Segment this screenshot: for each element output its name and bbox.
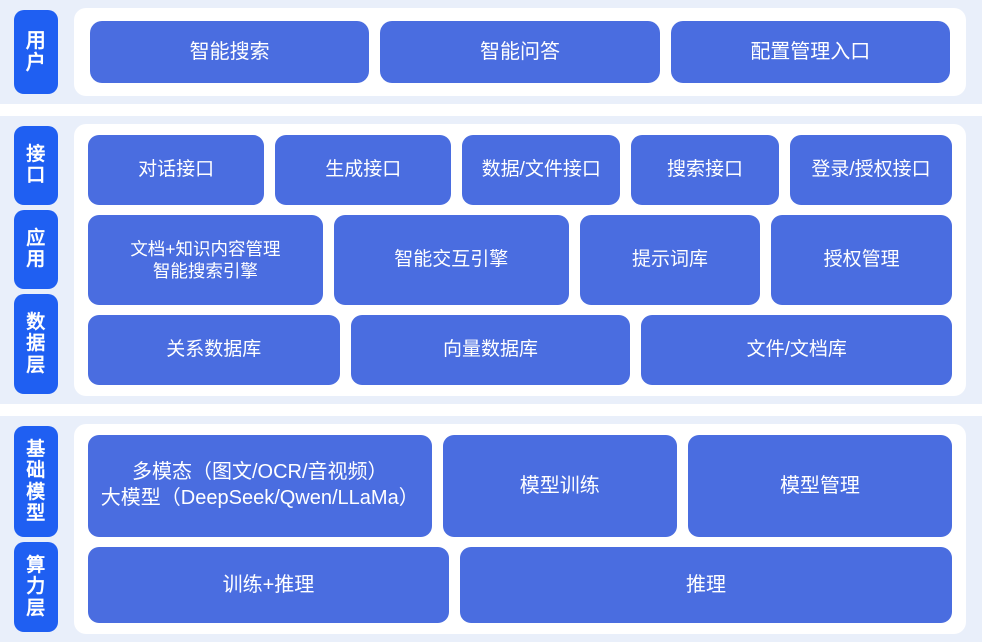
section-user: 用户 智能搜索智能问答配置管理入口	[0, 0, 982, 104]
block-data-row-2[interactable]: 文件/文档库	[641, 315, 952, 385]
layer-label-platform-2: 数据层	[14, 293, 58, 394]
section-user-labels: 用户	[10, 8, 62, 96]
block-model-row-1[interactable]: 模型训练	[442, 435, 677, 538]
row-data-row: 关系数据库向量数据库文件/文档库	[88, 315, 952, 385]
row-model-row: 多模态（图文/OCR/音视频） 大模型（DeepSeek/Qwen/LLaMa）…	[88, 435, 952, 538]
row-interface-row: 对话接口生成接口数据/文件接口搜索接口登录/授权接口	[88, 135, 952, 205]
section-platform-panel: 对话接口生成接口数据/文件接口搜索接口登录/授权接口文档+知识内容管理 智能搜索…	[74, 124, 966, 396]
block-user-entries-0[interactable]: 智能搜索	[90, 21, 370, 83]
section-user-inner: 用户 智能搜索智能问答配置管理入口	[0, 0, 974, 104]
row-user-entries: 智能搜索智能问答配置管理入口	[90, 21, 950, 83]
block-application-row-3[interactable]: 授权管理	[771, 214, 952, 306]
section-infrastructure-panel: 多模态（图文/OCR/音视频） 大模型（DeepSeek/Qwen/LLaMa）…	[74, 424, 966, 634]
layer-label-platform-0: 接口	[14, 126, 58, 205]
section-divider-2	[0, 404, 982, 416]
section-platform: 接口应用数据层 对话接口生成接口数据/文件接口搜索接口登录/授权接口文档+知识内…	[0, 116, 982, 404]
section-divider-1	[0, 104, 982, 116]
row-application-row: 文档+知识内容管理 智能搜索引擎智能交互引擎提示词库授权管理	[88, 214, 952, 306]
row-compute-row: 训练+推理推理	[88, 547, 952, 623]
layer-label-user-0: 用户	[14, 10, 58, 94]
block-application-row-2[interactable]: 提示词库	[579, 214, 761, 306]
section-platform-labels: 接口应用数据层	[10, 124, 62, 396]
block-user-entries-2[interactable]: 配置管理入口	[670, 21, 950, 83]
block-compute-row-0[interactable]: 训练+推理	[88, 547, 449, 623]
layer-label-platform-1: 应用	[14, 209, 58, 289]
block-data-row-1[interactable]: 向量数据库	[350, 315, 631, 385]
block-interface-row-3[interactable]: 搜索接口	[631, 135, 779, 205]
block-compute-row-1[interactable]: 推理	[459, 547, 952, 623]
block-application-row-1[interactable]: 智能交互引擎	[333, 214, 569, 306]
layer-label-infrastructure-0: 基础模型	[14, 426, 58, 538]
block-data-row-0[interactable]: 关系数据库	[88, 315, 340, 385]
block-model-row-0[interactable]: 多模态（图文/OCR/音视频） 大模型（DeepSeek/Qwen/LLaMa）	[88, 435, 432, 538]
block-user-entries-1[interactable]: 智能问答	[380, 21, 660, 83]
block-application-row-0[interactable]: 文档+知识内容管理 智能搜索引擎	[88, 214, 323, 306]
layer-label-infrastructure-1: 算力层	[14, 542, 58, 633]
block-interface-row-2[interactable]: 数据/文件接口	[462, 135, 621, 205]
section-infrastructure-labels: 基础模型算力层	[10, 424, 62, 634]
block-interface-row-4[interactable]: 登录/授权接口	[789, 135, 952, 205]
block-interface-row-1[interactable]: 生成接口	[275, 135, 452, 205]
section-infrastructure: 基础模型算力层 多模态（图文/OCR/音视频） 大模型（DeepSeek/Qwe…	[0, 416, 982, 642]
block-interface-row-0[interactable]: 对话接口	[88, 135, 265, 205]
block-model-row-2[interactable]: 模型管理	[687, 435, 952, 538]
section-user-panel: 智能搜索智能问答配置管理入口	[74, 8, 966, 96]
section-platform-inner: 接口应用数据层 对话接口生成接口数据/文件接口搜索接口登录/授权接口文档+知识内…	[0, 116, 974, 404]
section-infrastructure-inner: 基础模型算力层 多模态（图文/OCR/音视频） 大模型（DeepSeek/Qwe…	[0, 416, 974, 642]
